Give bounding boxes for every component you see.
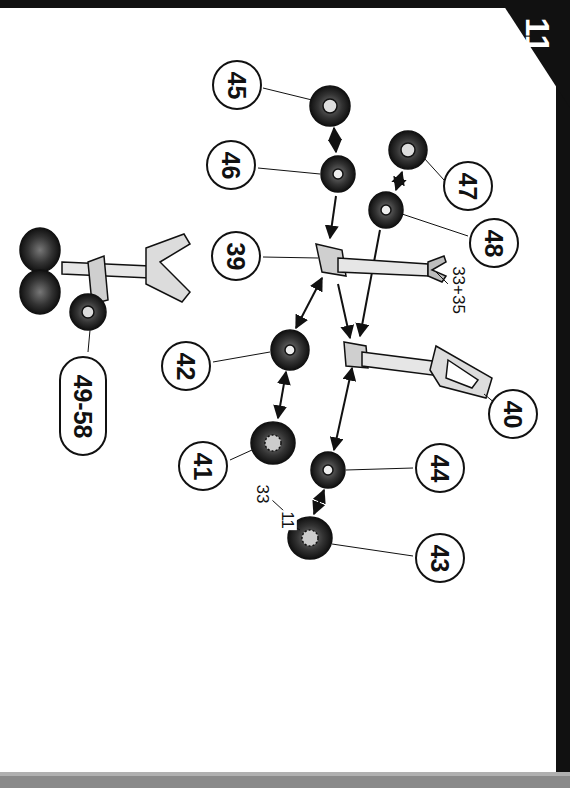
part-reference: 33 xyxy=(252,484,272,505)
callout-text: 41 xyxy=(189,452,218,480)
callout-number: 39 xyxy=(211,231,261,281)
callout-text: 39 xyxy=(222,242,251,270)
callout-range: 49-58 xyxy=(59,356,107,456)
part-reference: 33+35 xyxy=(448,265,468,315)
callout-number: 41 xyxy=(178,441,228,491)
callout-text: 47 xyxy=(454,172,483,200)
callout-number: 47 xyxy=(443,161,493,211)
step-number: 11 xyxy=(519,18,558,54)
callout-text: 43 xyxy=(426,544,455,572)
step-marker: 11 xyxy=(500,0,570,108)
callout-number: 42 xyxy=(161,341,211,391)
callout-text: 42 xyxy=(172,352,201,380)
callout-number: 46 xyxy=(206,140,256,190)
step-corner-shape xyxy=(500,0,570,108)
callout-text: 46 xyxy=(217,151,246,179)
callout-text: 44 xyxy=(426,454,455,482)
callout-text: 48 xyxy=(480,229,509,257)
callout-text: 40 xyxy=(499,400,528,428)
callout-number: 45 xyxy=(212,60,262,110)
callout-number: 43 xyxy=(415,533,465,583)
callout-number: 44 xyxy=(415,443,465,493)
callout-text: 49-58 xyxy=(69,374,98,438)
callout-number: 48 xyxy=(469,218,519,268)
callout-number: 40 xyxy=(488,389,538,439)
part-reference: 11 xyxy=(277,510,297,530)
callout-text: 45 xyxy=(223,71,252,99)
